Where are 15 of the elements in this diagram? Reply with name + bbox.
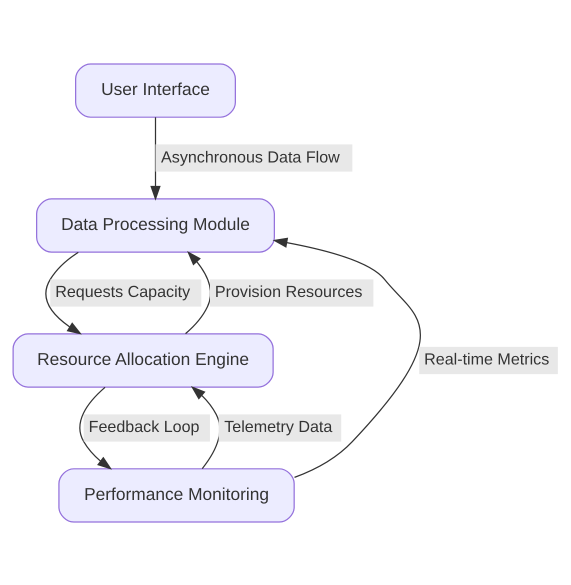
node-box: Data Processing Module [36, 198, 275, 252]
arrow [45, 251, 82, 334]
arrow [79, 386, 112, 470]
edge-label: Feedback Loop [88, 418, 200, 436]
arrow [185, 250, 212, 334]
edge-label: Requests Capacity [55, 282, 190, 301]
edge-label: Real-time Metrics [424, 350, 550, 368]
edge-label: Telemetry Data [224, 418, 332, 436]
edge-label: Provision Resources [214, 282, 362, 301]
node-box: Resource Allocation Engine [12, 332, 274, 388]
arrow [272, 237, 421, 478]
node-box: Performance Monitoring [58, 468, 295, 522]
edge-label: Asynchronous Data Flow [161, 148, 340, 166]
arrow [150, 116, 161, 200]
node-box: User Interface [75, 62, 236, 118]
